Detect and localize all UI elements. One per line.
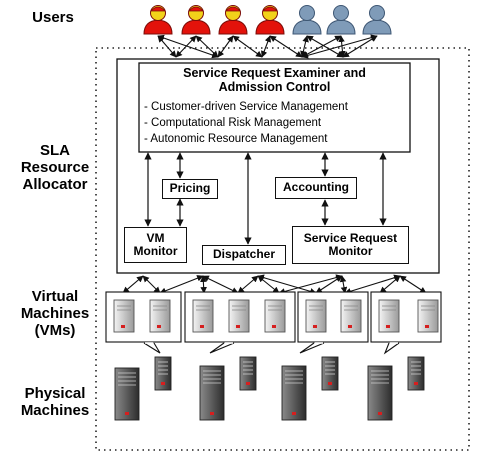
pm-line2: Machines [20, 401, 90, 419]
user-link-arrow [232, 35, 263, 58]
virtual-machine-icon [192, 299, 214, 333]
pricing-box: Pricing [162, 179, 218, 199]
vm-groups [105, 291, 442, 355]
physical-server-icon [367, 365, 393, 421]
user-red-icon [218, 5, 248, 35]
vm-link-arrow [339, 275, 348, 294]
virtual-machine-icon [113, 299, 135, 333]
vm-link-arrow [399, 275, 427, 294]
user-link-arrow [301, 35, 342, 58]
vm-link-arrow [379, 275, 401, 294]
user-link-arrow [195, 35, 219, 58]
user-connections [157, 34, 378, 59]
vm-callout-tail [209, 342, 235, 354]
user-blue-icon [326, 5, 356, 35]
user-red-icon [255, 5, 285, 35]
virtual-machine-icon [149, 299, 171, 333]
vm-link-arrow [200, 275, 207, 294]
physical-server-icon [239, 356, 257, 391]
vm-link-arrow [159, 275, 204, 294]
virtual-machine-icon [417, 299, 439, 333]
vm-link-arrow [122, 275, 144, 294]
system-boundary [95, 47, 470, 451]
virtual-machine-icon [305, 299, 327, 333]
users-label: Users [32, 9, 74, 26]
sla-resource-allocator-label: SLA Resource Allocator [10, 142, 100, 193]
pm-line1: Physical [24, 385, 86, 402]
sla-line2: Resource [20, 158, 90, 176]
examiner-item: - Autonomic Resource Management [144, 133, 328, 145]
vm-callout-tail [299, 342, 325, 354]
virtual-machine-icon [340, 299, 362, 333]
vm-monitor-line1: VM [146, 230, 165, 245]
vm-callout-tail [383, 342, 400, 355]
sla-line1: SLA [40, 142, 70, 159]
user-red-icon [181, 5, 211, 35]
virtual-machine-icon [264, 299, 286, 333]
vm-link-arrow [257, 274, 317, 295]
vms-line2: Machines [20, 304, 90, 322]
examiner-item: - Computational Risk Management [144, 117, 322, 129]
sla-line3: Allocator [22, 175, 88, 193]
virtual-machines-label: Virtual Machines (VMs) [12, 288, 98, 339]
physical-server-icon [321, 356, 339, 391]
user-link-arrow [217, 35, 234, 58]
physical-server-icon [407, 356, 425, 391]
vm-link-arrow [344, 274, 401, 295]
accounting-box: Accounting [275, 177, 357, 199]
vm-link-arrow [237, 275, 259, 294]
physical-server-icon [199, 365, 225, 421]
service-request-monitor-box: Service Request Monitor [292, 226, 409, 264]
vm-monitor-line2: Monitor [133, 244, 178, 258]
examiner-title: Service Request Examiner and Admission C… [139, 66, 410, 94]
vm-monitor-box: VM Monitor [124, 227, 187, 263]
examiner-item: - Customer-driven Service Management [144, 101, 348, 113]
vm-connections [122, 274, 427, 295]
physical-server-icon [281, 365, 307, 421]
examiner-box [138, 62, 411, 153]
user-link-arrow [301, 34, 378, 59]
vm-callout-tail [143, 342, 161, 354]
user-link-arrow [269, 35, 303, 58]
user-blue-icon [292, 5, 322, 35]
virtual-machine-icon [378, 299, 400, 333]
vm-link-arrow [315, 275, 343, 294]
examiner-title-line1: Service Request Examiner and [183, 66, 366, 80]
srm-line1: Service Request [303, 230, 398, 245]
physical-server-icon [114, 367, 140, 421]
vm-link-arrow [202, 275, 239, 294]
srm-line2: Monitor [328, 244, 373, 258]
user-link-arrow [175, 35, 197, 58]
user-link-arrow [342, 35, 378, 58]
user-blue-icon [362, 5, 392, 35]
vms-line1: Virtual [31, 288, 79, 305]
virtual-machine-icon [228, 299, 250, 333]
user-red-icon [143, 5, 173, 35]
physical-machines-group [114, 356, 425, 421]
physical-server-icon [154, 356, 172, 391]
physical-machines-label: Physical Machines [12, 385, 98, 420]
vm-link-arrow [142, 275, 161, 294]
user-link-arrow [300, 35, 309, 58]
dispatcher-box: Dispatcher [202, 245, 286, 265]
user-link-arrow [261, 35, 271, 58]
vms-line3: (VMs) [34, 321, 76, 339]
examiner-title-line2: Admission Control [218, 80, 331, 94]
internal-connections [144, 152, 387, 245]
users-group [143, 5, 392, 35]
